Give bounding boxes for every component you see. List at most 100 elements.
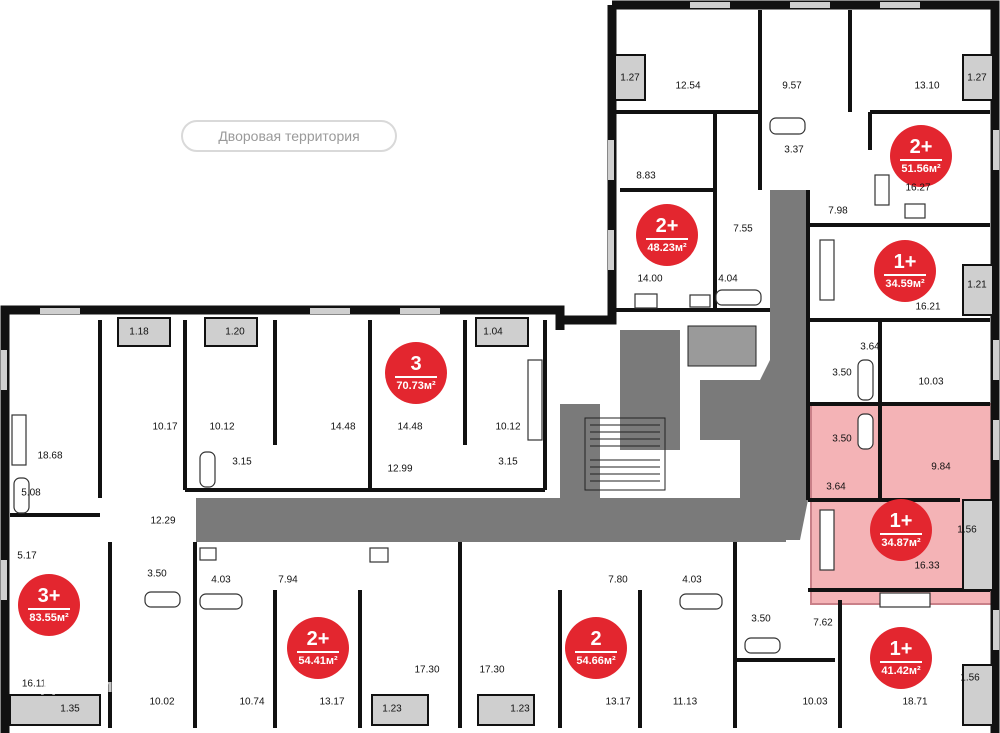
room-area: 10.03: [918, 376, 944, 388]
room-area: 1.21: [967, 279, 987, 291]
interior-walls: [10, 10, 990, 728]
room-area: 13.17: [319, 696, 345, 708]
room-area: 1.18: [129, 326, 149, 338]
badge-divider: [646, 238, 688, 240]
apartment-area: 41.42м²: [881, 664, 921, 677]
room-area: 1.20: [225, 326, 245, 338]
room-area: 14.48: [397, 421, 423, 433]
balconies: [9, 54, 994, 726]
badge-divider: [880, 533, 922, 535]
room-area: 7.55: [733, 223, 753, 235]
room-area: 3.50: [147, 568, 167, 580]
room-area: 12.29: [150, 515, 176, 527]
room-area: 10.02: [149, 696, 175, 708]
apartment-badge[interactable]: 1+ 34.87м²: [870, 499, 932, 561]
room-area: 1.35: [60, 703, 80, 715]
elevator-shaft: [687, 325, 757, 367]
room-area: 3.50: [751, 613, 771, 625]
room-area: 3.15: [232, 456, 252, 468]
room-area: 17.30: [479, 664, 505, 676]
room-area: 17.30: [414, 664, 440, 676]
room-area: 14.48: [330, 421, 356, 433]
apartment-area: 54.41м²: [298, 654, 338, 667]
apartment-badge[interactable]: 1+34.59м²: [874, 240, 936, 302]
corridor: [196, 190, 808, 542]
room-area: 5.08: [21, 487, 41, 499]
room-area: 3.37: [784, 144, 804, 156]
apartment-rooms: 1+: [889, 638, 913, 661]
room-area: 4.03: [682, 574, 702, 586]
apartment-badge[interactable]: 2+ 54.41м²: [287, 617, 349, 679]
room-area: 4.03: [211, 574, 231, 586]
room-area: 1.04: [483, 326, 503, 338]
room-area: 7.62: [813, 617, 833, 629]
fixtures: [11, 117, 931, 654]
room-area: 3.64: [860, 341, 880, 353]
room-area: 3.15: [498, 456, 518, 468]
badge-divider: [900, 159, 942, 161]
apartment-badge[interactable]: 1+ 41.42м²: [870, 627, 932, 689]
badge-divider: [575, 651, 617, 653]
room-area: 1.23: [510, 703, 530, 715]
room-area: 16.11: [21, 678, 47, 690]
apartment-area: 48.23м²: [647, 241, 687, 254]
apartment-rooms: 2: [590, 628, 602, 651]
room-area: 1.27: [967, 72, 987, 84]
badge-divider: [884, 274, 926, 276]
badge-divider: [395, 376, 437, 378]
apartment-rooms: 2+: [655, 215, 679, 238]
windows: [1, 2, 999, 650]
apartment-area: 83.55м²: [29, 611, 69, 624]
room-area: 18.68: [37, 450, 63, 462]
room-area: 3.64: [826, 481, 846, 493]
room-area: 7.80: [608, 574, 628, 586]
room-area: 10.17: [152, 421, 178, 433]
room-area: 10.12: [495, 421, 521, 433]
room-area: 7.94: [278, 574, 298, 586]
apartment-rooms: 2+: [909, 136, 933, 159]
room-area: 13.10: [914, 80, 940, 92]
apartment-rooms: 3: [410, 353, 422, 376]
badge-divider: [880, 661, 922, 663]
apartment-area: 51.56м²: [901, 162, 941, 175]
apartment-badge[interactable]: 3 70.73м²: [385, 342, 447, 404]
room-area: 10.03: [802, 696, 828, 708]
room-area: 13.17: [605, 696, 631, 708]
room-area: 16.27: [905, 182, 931, 194]
apartment-badge[interactable]: 2+ 51.56м²: [890, 125, 952, 187]
badge-divider: [28, 608, 70, 610]
room-area: 12.99: [387, 463, 413, 475]
apartment-rooms: 2+: [306, 628, 330, 651]
room-area: 1.23: [382, 703, 402, 715]
room-area: 3.50: [832, 433, 852, 445]
apartment-rooms: 1+: [893, 251, 917, 274]
apartment-rooms: 3+: [37, 585, 61, 608]
room-area: 1.56: [957, 524, 977, 536]
room-area: 14.00: [637, 273, 663, 285]
room-area: 1.56: [960, 672, 980, 684]
apartment-rooms: 1+: [889, 510, 913, 533]
watermark: ДомКлик: [40, 676, 140, 697]
room-area: 16.21: [915, 301, 941, 313]
room-area: 4.04: [718, 273, 738, 285]
staircase: [584, 417, 666, 491]
room-area: 10.12: [209, 421, 235, 433]
room-area: 9.57: [782, 80, 802, 92]
badge-divider: [297, 651, 339, 653]
room-area: 11.13: [672, 696, 698, 708]
courtyard-label: Дворовая территория: [181, 120, 397, 152]
apartment-badge[interactable]: 2+ 48.23м²: [636, 204, 698, 266]
apartment-area: 34.87м²: [881, 536, 921, 549]
apartment-badge[interactable]: 3+ 83.55м²: [18, 574, 80, 636]
room-area: 12.54: [675, 80, 701, 92]
room-area: 3.50: [832, 367, 852, 379]
apartment-area: 70.73м²: [396, 379, 436, 392]
room-area: 8.83: [636, 170, 656, 182]
room-area: 9.84: [931, 461, 951, 473]
room-area: 16.33: [914, 560, 940, 572]
room-area: 1.27: [620, 72, 640, 84]
room-area: 7.98: [828, 205, 848, 217]
room-area: 5.17: [17, 550, 37, 562]
